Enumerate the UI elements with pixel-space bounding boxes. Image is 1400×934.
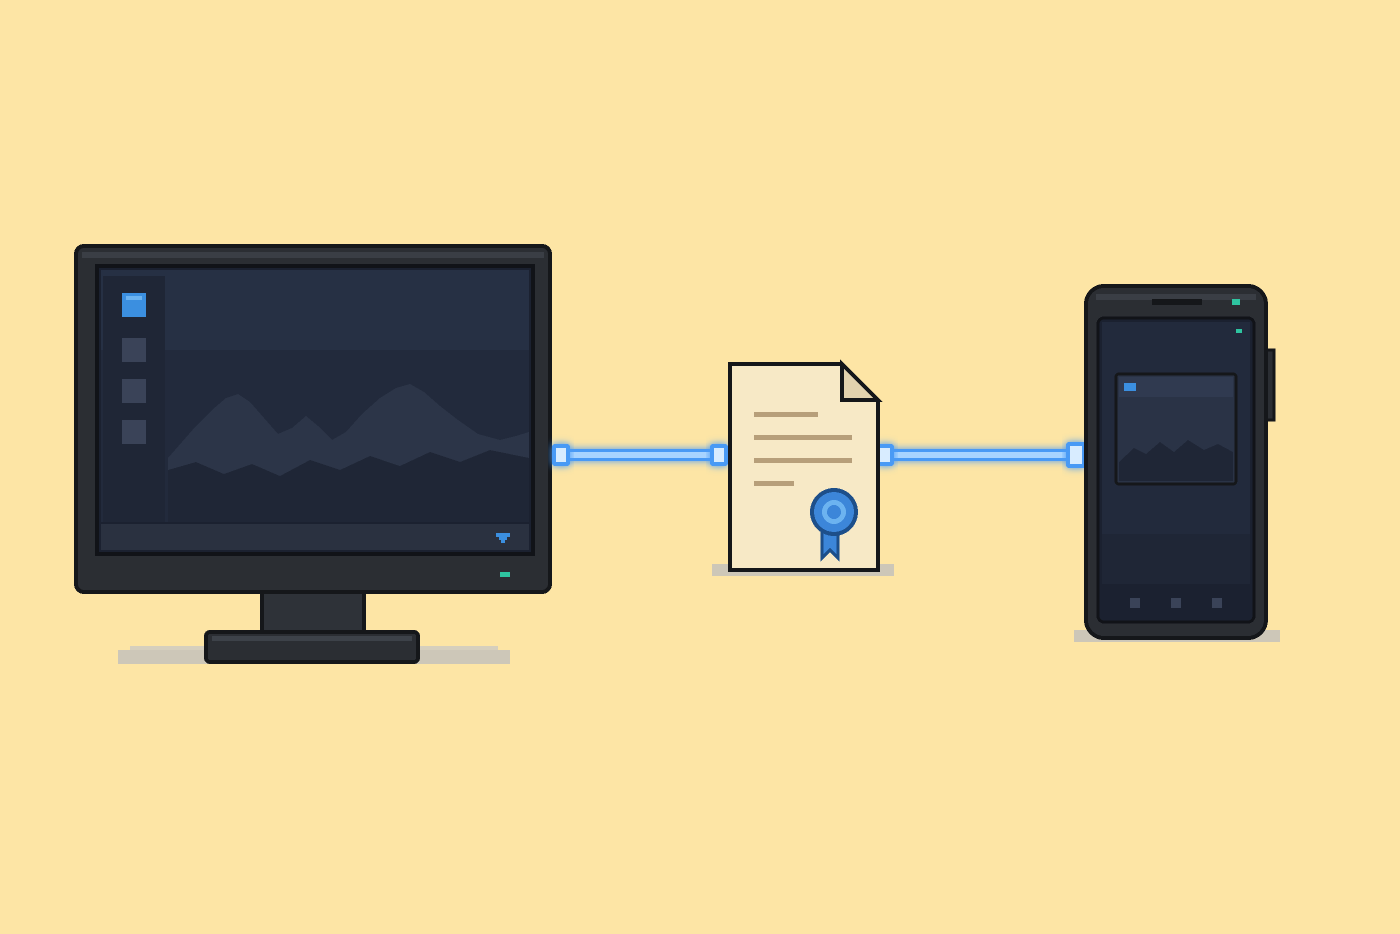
app-window-mountains — [1119, 440, 1233, 481]
connection-link-certificate-phone — [876, 442, 1086, 468]
certificate-document-icon — [712, 359, 894, 576]
document-text-line — [754, 435, 852, 440]
monitor-power-led — [500, 572, 510, 577]
smartphone-icon — [1074, 284, 1280, 642]
sidebar-item — [122, 420, 146, 444]
screen-taskbar — [101, 524, 529, 550]
wallpaper-mountains-near — [168, 450, 529, 522]
connection-link-desktop-certificate — [552, 444, 728, 466]
document-folded-corner — [840, 359, 883, 402]
desktop-monitor-icon — [74, 244, 552, 664]
sidebar-item — [122, 338, 146, 362]
phone-speaker — [1152, 299, 1202, 305]
document-text-line — [754, 412, 818, 417]
certificate-seal-icon — [810, 488, 858, 562]
phone-nav-button — [1130, 598, 1140, 608]
wifi-icon — [496, 533, 510, 537]
phone-camera — [1232, 299, 1240, 305]
phone-nav-button — [1212, 598, 1222, 608]
sidebar-item — [122, 379, 146, 403]
app-window-icon — [1124, 383, 1136, 391]
document-text-line — [754, 481, 794, 486]
phone-status-led — [1236, 329, 1242, 333]
phone-nav-button — [1171, 598, 1181, 608]
document-text-line — [754, 458, 852, 463]
